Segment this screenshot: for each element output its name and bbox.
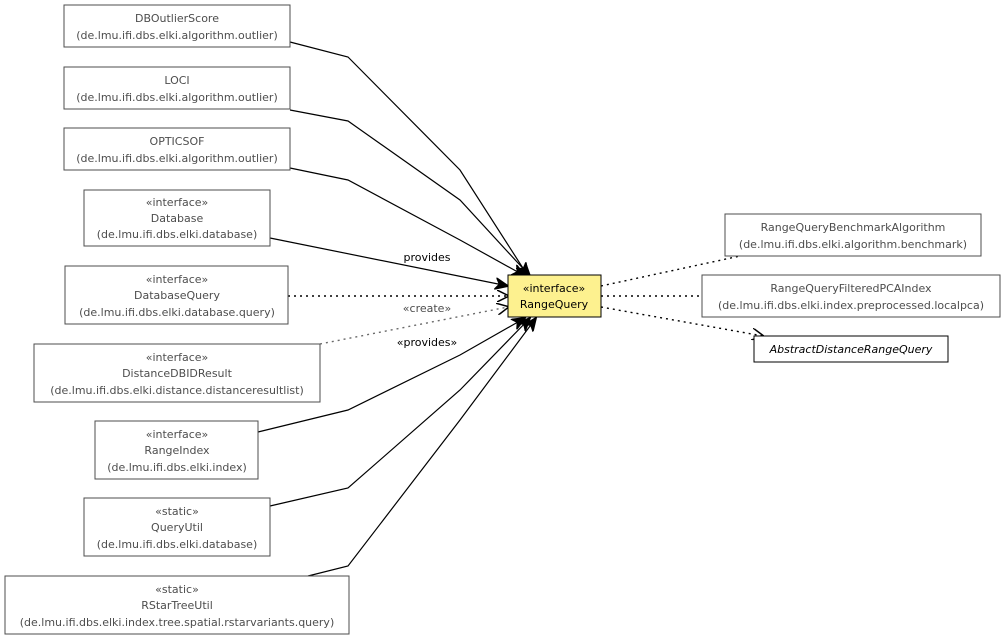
edge-label-create: «create» xyxy=(403,302,451,315)
node-name: LOCI xyxy=(164,74,189,87)
node-package: (de.lmu.ifi.dbs.elki.index.tree.spatial.… xyxy=(20,616,335,629)
node-queryutil[interactable]: «static» QueryUtil (de.lmu.ifi.dbs.elki.… xyxy=(83,497,271,557)
node-name: DistanceDBIDResult xyxy=(122,367,233,380)
node-databasequery[interactable]: «interface» DatabaseQuery (de.lmu.ifi.db… xyxy=(64,265,289,325)
node-opticsof[interactable]: OPTICSOF (de.lmu.ifi.dbs.elki.algorithm.… xyxy=(63,127,291,171)
node-package: (de.lmu.ifi.dbs.elki.database) xyxy=(97,538,258,551)
node-name: RangeQueryBenchmarkAlgorithm xyxy=(761,221,946,234)
node-name: RangeQuery xyxy=(520,298,589,311)
edge-label-provides: provides xyxy=(403,251,450,264)
node-stereotype: «interface» xyxy=(146,428,209,441)
node-name: DatabaseQuery xyxy=(134,289,220,302)
node-stereotype: «interface» xyxy=(146,196,209,209)
node-rangeindex[interactable]: «interface» RangeIndex (de.lmu.ifi.dbs.e… xyxy=(94,420,259,480)
edge-opticsof-rangequery xyxy=(289,167,525,276)
edge-label-provides-stereotype: «provides» xyxy=(397,336,458,349)
node-stereotype: «interface» xyxy=(146,273,209,286)
node-name: AbstractDistanceRangeQuery xyxy=(769,343,933,356)
node-name: RangeIndex xyxy=(144,444,210,457)
node-name: DBOutlierScore xyxy=(135,12,219,25)
edge-loci-rangequery xyxy=(289,109,530,276)
node-name: RangeQueryFilteredPCAIndex xyxy=(770,282,932,295)
node-stereotype: «static» xyxy=(155,583,199,596)
node-name: RStarTreeUtil xyxy=(141,599,213,612)
edge-rstartreeutil-rangequery xyxy=(307,318,536,577)
node-distancedbidresult[interactable]: «interface» DistanceDBIDResult (de.lmu.i… xyxy=(33,343,321,403)
node-stereotype: «static» xyxy=(155,505,199,518)
node-package: (de.lmu.ifi.dbs.elki.algorithm.outlier) xyxy=(76,91,278,104)
node-package: (de.lmu.ifi.dbs.elki.database.query) xyxy=(79,306,275,319)
node-rangequerybenchmarkalgorithm[interactable]: RangeQueryBenchmarkAlgorithm (de.lmu.ifi… xyxy=(724,213,982,257)
node-package: (de.lmu.ifi.dbs.elki.index) xyxy=(107,461,247,474)
edges xyxy=(257,41,763,577)
node-stereotype: «interface» xyxy=(523,282,586,295)
node-abstractdistancerangequery[interactable]: AbstractDistanceRangeQuery xyxy=(753,335,949,363)
edge-distancedbidresult-rangequery xyxy=(319,307,508,345)
node-loci[interactable]: LOCI (de.lmu.ifi.dbs.elki.algorithm.outl… xyxy=(63,66,291,110)
node-package: (de.lmu.ifi.dbs.elki.algorithm.outlier) xyxy=(76,152,278,165)
node-package: (de.lmu.ifi.dbs.elki.algorithm.benchmark… xyxy=(739,238,967,251)
node-package: (de.lmu.ifi.dbs.elki.database) xyxy=(97,228,258,241)
node-rangequeryfilteredpcaindex[interactable]: RangeQueryFilteredPCAIndex (de.lmu.ifi.d… xyxy=(701,274,1001,318)
node-rangequery[interactable]: «interface» RangeQuery xyxy=(507,274,602,318)
edge-database-rangequery xyxy=(269,237,508,286)
node-database[interactable]: «interface» Database (de.lmu.ifi.dbs.elk… xyxy=(83,189,271,247)
edge-dboutlierscore-rangequery xyxy=(289,41,528,276)
node-package: (de.lmu.ifi.dbs.elki.algorithm.outlier) xyxy=(76,29,278,42)
node-stereotype: «interface» xyxy=(146,351,209,364)
node-name: OPTICSOF xyxy=(150,135,205,148)
node-name: Database xyxy=(151,212,204,225)
edge-queryutil-rangequery xyxy=(269,318,530,507)
node-rstartreeutil[interactable]: «static» RStarTreeUtil (de.lmu.ifi.dbs.e… xyxy=(4,575,350,635)
node-package: (de.lmu.ifi.dbs.elki.distance.distancere… xyxy=(50,384,303,397)
node-dboutlierscore[interactable]: DBOutlierScore (de.lmu.ifi.dbs.elki.algo… xyxy=(63,4,291,48)
node-name: QueryUtil xyxy=(151,521,203,534)
node-package: (de.lmu.ifi.dbs.elki.index.preprocessed.… xyxy=(718,299,984,312)
edge-rangeindex-rangequery xyxy=(257,318,525,433)
